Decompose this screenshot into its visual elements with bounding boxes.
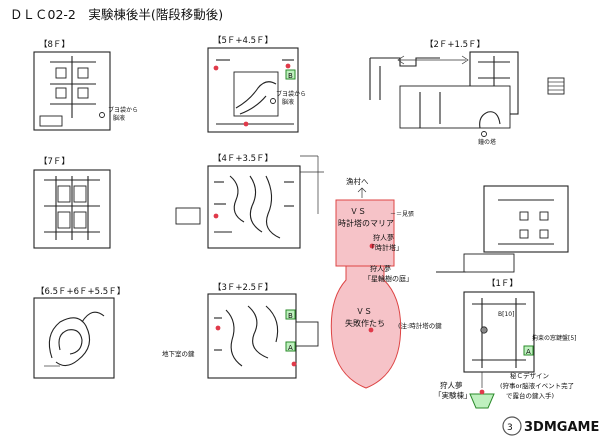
annotation-8f-brain: 脳液 [113,114,125,122]
boss-vs-1: ＶＳ [350,207,366,216]
floor-7f-map [33,169,111,249]
watermark-text: 3DMGAME [524,420,599,435]
hunter-dream-garden-2: 「星輪樹の庭」 [364,274,413,283]
floor-label-3f: 【3Ｆ+2.5Ｆ】 [213,283,273,293]
marker-b-5f: B [288,72,293,80]
marker-b-3f: B [288,312,293,320]
annotation-b10: B[10] [498,311,514,318]
annotation-rune-1: 秘Ｃデザイン [510,371,549,380]
annotation-8f-pouch: ブヨ袋から [108,106,138,114]
boss-maria: 時計塔のマリア [338,218,394,228]
boss-vs-2: ＶＳ [356,307,372,316]
floor-label-5f: 【5Ｆ+4.5Ｆ】 [213,36,273,46]
hunter-dream-lab-1: 狩人夢 [440,380,463,390]
boss-tower [330,199,402,389]
hunter-dream-clocktower-2: 「時計塔」 [368,243,403,252]
floor-label-6-5f: 【6.5Ｆ+6Ｆ+5.5Ｆ】 [36,287,125,297]
annotation-bell-tower: 鐘の塔 [478,138,496,146]
hunter-dream-lab-2: 「実験棟」 [434,390,472,400]
floor-label-4f: 【4Ｆ+3.5Ｆ】 [213,154,273,164]
marker-a-3f: A [288,344,293,352]
annotation-5f-brain: 脳液 [282,98,294,106]
annotation-clocktower-key: (注:時計塔の鍵 [398,321,442,330]
annotation-hidden-key: 拘束の窓鍵盤[5] [532,334,577,342]
annotation-basement-key: 地下室の鍵 [162,349,195,358]
boss-failures: 失敗作たち [345,318,385,328]
svg-text:3: 3 [507,423,513,433]
floor-label-8f: 【8Ｆ】 [39,40,70,50]
marker-a-1f: A [526,348,531,356]
watermark: 3 3DMGAME [502,416,599,436]
annotation-5f-pouch: ブヨ袋から [276,90,306,98]
floor-4f-map [175,165,324,249]
floor-3f-map [207,293,319,379]
floor-1f-map [436,185,569,409]
annotation-lamp: －＝見張 [390,211,414,218]
floor-label-1f: 【1Ｆ】 [487,279,518,289]
hunter-dream-clocktower-1: 狩人夢 [373,233,394,242]
floor-2f-map [369,51,565,137]
floor-8f-map [33,51,111,131]
hunter-dream-garden-1: 狩人夢 [370,264,391,273]
floor-6f-map [33,297,115,379]
annotation-fishing-village: 漁村へ [346,176,369,186]
annotation-rune-2: (狩事or脳液イベント完了 [500,381,574,390]
floor-label-7f: 【7Ｆ】 [39,157,70,167]
annotation-rune-3: で露台の鍵入手) [506,391,554,400]
floor-label-2f: 【2Ｆ+1.5Ｆ】 [425,40,485,50]
floor-5f-map [207,47,299,133]
page-title: ＤＬＣ02-2 実験棟後半(階段移動後) [10,7,223,22]
